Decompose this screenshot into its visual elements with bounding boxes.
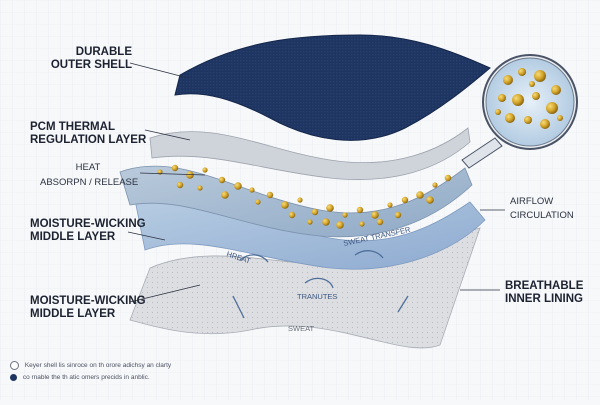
pcm-capsule (326, 204, 334, 212)
pcm-line-2: REGULATION LAYER (30, 134, 147, 146)
moisture-2-line-2: MIDDLE LAYER (30, 308, 116, 320)
flow-arrows (232, 250, 409, 319)
pcm-capsule (432, 182, 438, 188)
legend-text-2: co rnable the th atic omers precids in a… (22, 374, 150, 382)
magnified-capsule (518, 68, 526, 76)
pcm-capsule (186, 171, 194, 179)
outer-shell-layer (174, 34, 491, 141)
sweat-arrow (354, 250, 384, 259)
pcm-capsule (311, 208, 319, 216)
leader-moisture-1 (127, 231, 166, 241)
pcm-capsule (307, 219, 313, 225)
pcm-capsule (171, 164, 179, 172)
pcm-capsule (416, 191, 424, 199)
pcm-capsule (297, 197, 303, 203)
leader-heat (139, 172, 206, 176)
pcm-capsule (202, 167, 208, 173)
pcm-line-1: PCM THERMAL (30, 121, 115, 133)
sweat-up-arrow-right (397, 295, 409, 313)
magnified-capsule (495, 109, 501, 115)
legend-text-1: Keyer shell lis sinroce on th orore adic… (24, 362, 172, 370)
pcm-capsule (394, 211, 402, 219)
legend-item-1: Keyer shell lis sinroce on th orore adic… (10, 361, 171, 370)
sweat-bottom-label: SWEAT (288, 324, 315, 333)
leader-pcm (144, 129, 191, 141)
pcm-thermal-layer (149, 127, 471, 180)
magnified-capsule (524, 116, 532, 124)
tranutes-arrow (304, 277, 334, 289)
pcm-capsule (387, 202, 393, 208)
leader-moisture-2 (129, 284, 201, 303)
pcm-capsule (266, 191, 274, 199)
magnified-capsule (540, 119, 550, 129)
heat-line-2: ABSORPN / RELEASE (40, 177, 139, 188)
pcm-capsule-layer (119, 164, 473, 238)
heat-label-block: HEAT ABSORPN / RELEASE (40, 162, 139, 189)
magnified-capsule (546, 102, 558, 114)
magnified-capsule (505, 113, 515, 123)
pcm-capsule (221, 191, 229, 199)
heat-arrow (239, 254, 269, 263)
magnifier-inset (461, 54, 578, 169)
pcm-capsule (322, 218, 330, 226)
pcm-capsule (444, 174, 452, 182)
pcm-capsule (356, 206, 364, 214)
magnified-capsule (529, 81, 535, 87)
pcm-capsule (281, 201, 289, 209)
pcm-capsule (234, 182, 242, 190)
leader-outer-shell (129, 62, 189, 79)
pcm-capsule (218, 176, 226, 184)
pcm-capsule (342, 212, 348, 218)
magnified-capsule (532, 92, 540, 100)
pcm-capsule (255, 199, 261, 205)
magnified-capsule (551, 85, 561, 95)
pcm-capsule (426, 196, 434, 204)
legend-item-2: co rnable the th atic omers precids in a… (10, 374, 150, 381)
pcm-capsule (359, 221, 365, 227)
tranutes-label: TRANUTES (297, 292, 337, 301)
pcm-label: PCM THERMAL REGULATION LAYER (30, 121, 146, 147)
pcm-capsule (176, 181, 184, 189)
magnified-capsule (557, 115, 563, 121)
moisture-label-2: MOISTURE-WICKING MIDDLE LAYER (30, 295, 146, 321)
pcm-capsule (288, 211, 296, 219)
moisture-label-1: MOISTURE-WICKING MIDDLE LAYER (30, 218, 146, 244)
leader-lines (127, 62, 505, 303)
outer-shell-line-1: DURABLE (75, 46, 132, 58)
magnified-capsule (498, 94, 506, 102)
moisture-1-line-1: MOISTURE-WICKING (30, 218, 146, 230)
inner-lining-label: BREATHABLE INNER LINING (505, 280, 583, 306)
pcm-capsule (249, 187, 255, 193)
airflow-line-2: CIRCULATION (510, 210, 574, 221)
pcm-capsule (371, 211, 379, 219)
inner-line-1: BREATHABLE (505, 280, 584, 292)
airflow-line-1: AIRFLOW (510, 196, 554, 207)
filled-circle-icon (10, 374, 17, 381)
magnified-capsule (512, 94, 524, 106)
sweat-up-arrow-left (232, 295, 245, 319)
pcm-capsule (376, 218, 384, 226)
pcm-capsule (336, 221, 344, 229)
heat-line-1: HEAT (75, 162, 101, 173)
outer-shell-line-2: OUTER SHELL (50, 59, 132, 71)
inner-line-2: INNER LINING (505, 293, 583, 305)
pcm-capsule (401, 196, 409, 204)
magnified-capsule (534, 70, 546, 82)
magnified-capsule (503, 75, 513, 85)
moisture-2-line-1: MOISTURE-WICKING (30, 295, 146, 307)
open-circle-icon (10, 361, 19, 370)
moisture-1-line-2: MIDDLE LAYER (30, 231, 116, 243)
pcm-capsule (197, 185, 203, 191)
airflow-label: AIRFLOW CIRCULATION (510, 196, 574, 222)
